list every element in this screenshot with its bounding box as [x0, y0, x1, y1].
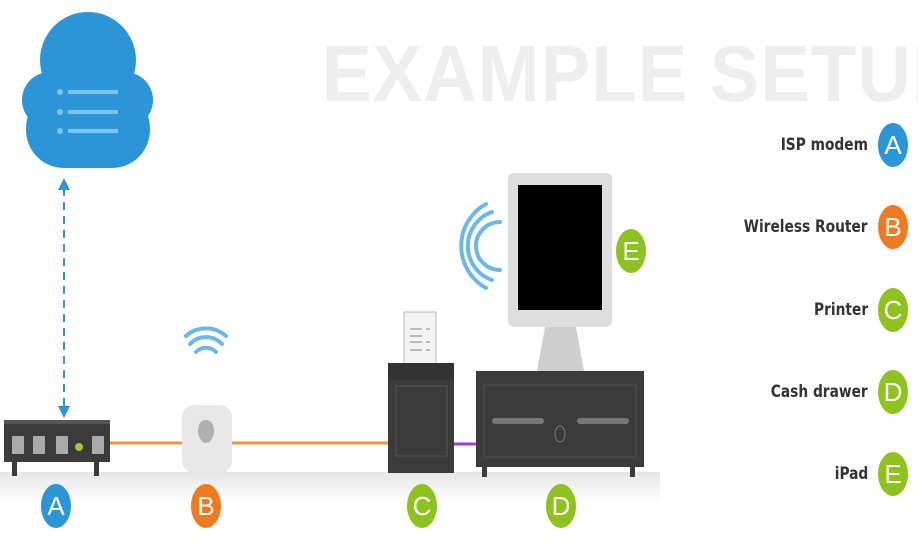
cash-drawer-device	[476, 371, 644, 477]
internet-connection-arrow	[58, 178, 70, 418]
badge-e: E	[616, 229, 646, 273]
cloud-icon	[22, 12, 153, 168]
legend-badge: C	[878, 288, 908, 332]
legend-badge: B	[878, 205, 908, 249]
legend-label: Printer	[813, 300, 868, 320]
wireless-router-device	[182, 326, 232, 473]
badge-c: C	[407, 484, 437, 528]
printer-device	[388, 311, 454, 473]
badge-a: A	[41, 484, 71, 528]
legend-item-printer: Printer C	[808, 288, 908, 332]
legend-label: iPad	[834, 464, 868, 484]
modem-device	[4, 420, 110, 476]
wifi-icon	[184, 326, 228, 354]
legend-label: ISP modem	[780, 135, 868, 155]
legend-item-isp-modem: ISP modem A	[771, 123, 908, 167]
ipad-device	[459, 173, 612, 371]
badge-d: D	[546, 484, 576, 528]
wifi-signal-icon	[459, 202, 502, 290]
legend-badge: A	[878, 123, 908, 167]
legend-badge: D	[878, 370, 908, 414]
badge-b: B	[191, 484, 221, 528]
legend-item-ipad: iPad E	[831, 452, 908, 496]
legend-badge: E	[878, 452, 908, 496]
legend-label: Wireless Router	[744, 217, 868, 237]
legend-label: Cash drawer	[771, 382, 868, 402]
diagram-title: EXAMPLE SETUP	[322, 29, 918, 118]
legend-item-wireless-router: Wireless Router B	[730, 205, 908, 249]
legend-item-cash-drawer: Cash drawer D	[760, 370, 908, 414]
